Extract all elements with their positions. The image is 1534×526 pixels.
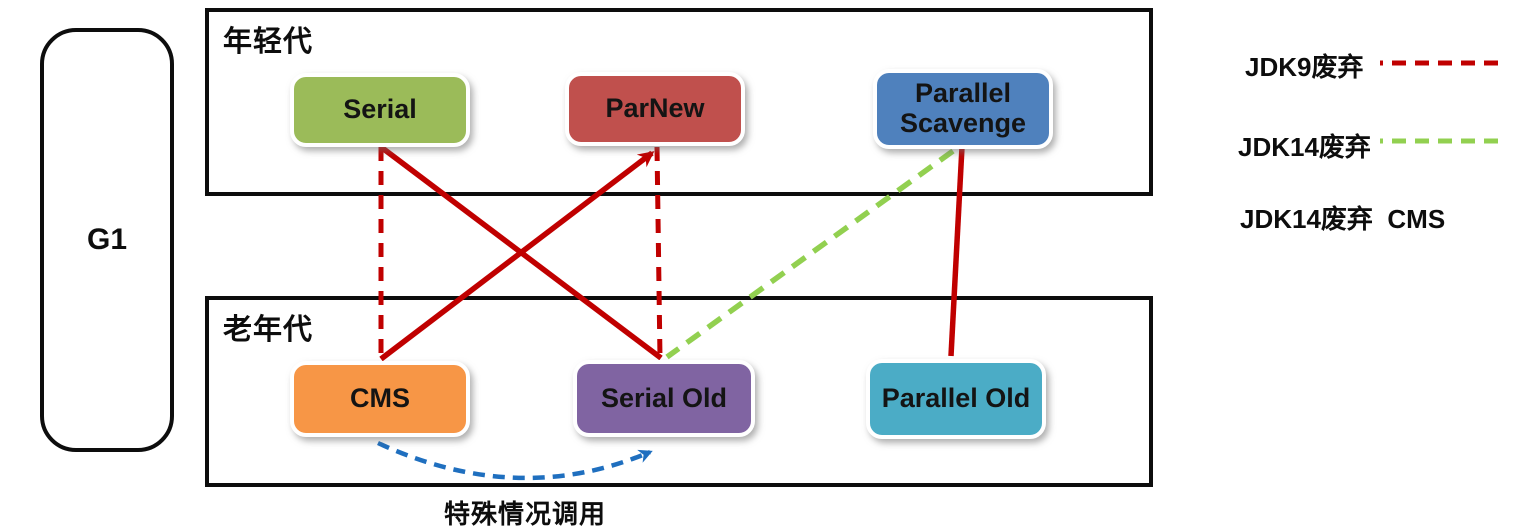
g1-container: G1	[40, 28, 174, 452]
node-parallel-old: Parallel Old	[866, 359, 1046, 439]
legend-label-jdk14: JDK14废弃	[1238, 132, 1371, 162]
node-cms: CMS	[290, 361, 470, 437]
node-serial-old: Serial Old	[573, 360, 755, 437]
node-parnew: ParNew	[565, 72, 745, 146]
node-serial: Serial	[290, 73, 470, 147]
g1-label: G1	[86, 223, 128, 256]
special-case-annotation: 特殊情况调用	[444, 499, 607, 526]
legend-label-jdk9: JDK9废弃	[1245, 52, 1364, 82]
old-generation-title: 老年代	[223, 314, 314, 346]
young-generation-title: 年轻代	[223, 26, 314, 58]
node-parallel-scavenge: Parallel Scavenge	[873, 69, 1053, 149]
legend-label-jdk14-cms: JDK14废弃 CMS	[1240, 204, 1446, 234]
